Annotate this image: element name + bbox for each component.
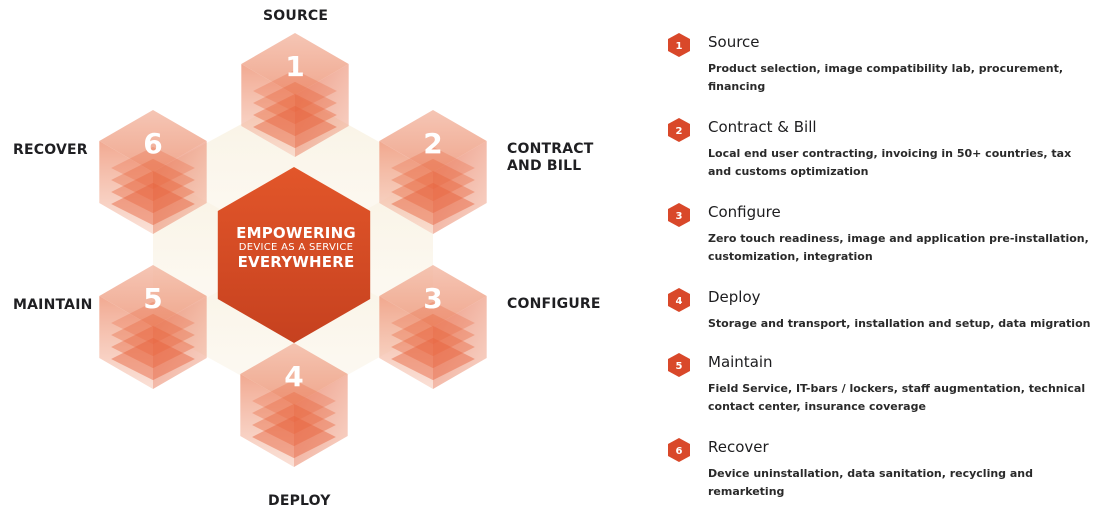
cube-layer: [252, 379, 336, 423]
center-title-line1: EMPOWERING: [236, 224, 356, 242]
badge-hexagon-icon: 4: [668, 288, 690, 312]
center-caption: EMPOWERING DEVICE AS A SERVICE EVERYWHER…: [222, 225, 370, 271]
node-label-configure: CONFIGURE: [507, 296, 601, 312]
cube-layer: [111, 301, 195, 345]
cube-right-face: [153, 141, 207, 234]
center-hexagon: [217, 167, 371, 343]
badge-hexagon-icon: 2: [668, 118, 690, 142]
legend-title: Configure: [708, 203, 781, 221]
cube-top-face: [240, 343, 348, 405]
legend-item-configure: 3 Configure Zero touch readiness, image …: [668, 200, 1093, 270]
node-cube-1: 1: [241, 33, 349, 157]
node-cube-5: 5: [99, 265, 207, 389]
cube-layer: [252, 391, 336, 435]
node-number: 5: [143, 282, 162, 315]
node-cube-3: 3: [379, 265, 487, 389]
badge-number: 4: [676, 296, 683, 307]
badge-hexagon-icon: 6: [668, 438, 690, 462]
legend-title: Source: [708, 33, 760, 51]
node-cube-2: 2: [379, 110, 487, 234]
legend-item-deploy: 4 Deploy Storage and transport, installa…: [668, 285, 1093, 335]
node-number: 3: [423, 282, 442, 315]
legend-title: Recover: [708, 438, 769, 456]
cube-right-face: [433, 296, 487, 389]
center-title-line2: DEVICE AS A SERVICE: [238, 242, 354, 253]
cube-layer: [253, 69, 337, 113]
cube-right-face: [294, 374, 348, 467]
cube-layer: [391, 170, 475, 214]
legend-description: Field Service, IT-bars / lockers, staff …: [708, 382, 1086, 413]
node-cube-6: 6: [99, 110, 207, 234]
cube-top-face: [241, 33, 349, 95]
badge-hexagon-icon: 5: [668, 353, 690, 377]
cube-layer: [391, 146, 475, 190]
legend-description: Device uninstallation, data sanitation, …: [708, 467, 1034, 498]
cube-left-face: [379, 296, 433, 389]
node-label-source: SOURCE: [263, 8, 329, 24]
cube-left-face: [99, 296, 153, 389]
cube-left-face: [241, 64, 295, 157]
legend-description: Product selection, image compatibility l…: [708, 62, 1064, 93]
node-number: 1: [285, 50, 304, 83]
legend-title: Contract & Bill: [708, 118, 817, 136]
cube-layer: [253, 105, 337, 149]
cube-layer: [111, 325, 195, 369]
cube-layer: [111, 313, 195, 357]
cube-left-face: [240, 374, 294, 467]
diagram-graphic: 1 2 3 4 5 6: [99, 33, 487, 467]
cube-layer: [111, 170, 195, 214]
cube-right-face: [433, 141, 487, 234]
node-label-maintain: MAINTAIN: [13, 297, 93, 313]
cube-layer: [391, 301, 475, 345]
cube-layer: [111, 182, 195, 226]
cube-top-face: [379, 265, 487, 327]
cube-layer: [253, 93, 337, 137]
cube-layer: [391, 325, 475, 369]
badge-number: 3: [676, 211, 683, 222]
node-label-deploy: DEPLOY: [268, 493, 331, 509]
legend-description: Storage and transport, installation and …: [708, 317, 1091, 330]
node-label-recover: RECOVER: [13, 142, 88, 158]
badge-hexagon-icon: 3: [668, 203, 690, 227]
badge-number: 6: [676, 446, 683, 457]
node-number: 2: [423, 127, 442, 160]
legend-item-recover: 6 Recover Device uninstallation, data sa…: [668, 435, 1093, 498]
cube-layer: [111, 146, 195, 190]
node-label-contract-and-bill-text: CONTRACT AND BILL: [507, 141, 594, 174]
cube-layer: [253, 81, 337, 125]
cube-layer: [391, 337, 475, 381]
center-title-line3: EVERYWHERE: [237, 253, 355, 271]
cube-layer: [111, 337, 195, 381]
badge-number: 5: [676, 361, 683, 372]
legend-item-source: 1 Source Product selection, image compat…: [668, 30, 1093, 100]
cube-layer: [391, 158, 475, 202]
service-cycle-diagram: 1 2 3 4 5 6 EMPOWERING DEVICE AS A SERVICE EV…: [13, 8, 602, 509]
badge-number: 1: [676, 41, 683, 52]
badge-number: 2: [676, 126, 683, 137]
cube-layer: [391, 313, 475, 357]
cube-left-face: [379, 141, 433, 234]
cube-right-face: [295, 64, 349, 157]
legend-item-contract-bill: 2 Contract & Bill Local end user contrac…: [668, 115, 1093, 185]
cube-top-face: [379, 110, 487, 172]
badge-hexagon-icon: 1: [668, 33, 690, 57]
cube-right-face: [153, 296, 207, 389]
legend-title: Deploy: [708, 288, 761, 306]
cube-layer: [252, 415, 336, 459]
node-number: 4: [284, 360, 303, 393]
cube-left-face: [99, 141, 153, 234]
legend-description: Local end user contracting, invoicing in…: [708, 147, 1072, 178]
legend-title: Maintain: [708, 353, 773, 371]
legend-description: Zero touch readiness, image and applicat…: [708, 232, 1089, 263]
node-cube-4: 4: [240, 343, 348, 467]
node-label-contract-and-bill: CONTRACT AND BILL: [507, 141, 602, 175]
node-number: 6: [143, 127, 162, 160]
cube-layer: [391, 182, 475, 226]
cube-layer: [252, 403, 336, 447]
cube-layer: [111, 158, 195, 202]
legend-item-maintain: 5 Maintain Field Service, IT-bars / lock…: [668, 350, 1093, 420]
